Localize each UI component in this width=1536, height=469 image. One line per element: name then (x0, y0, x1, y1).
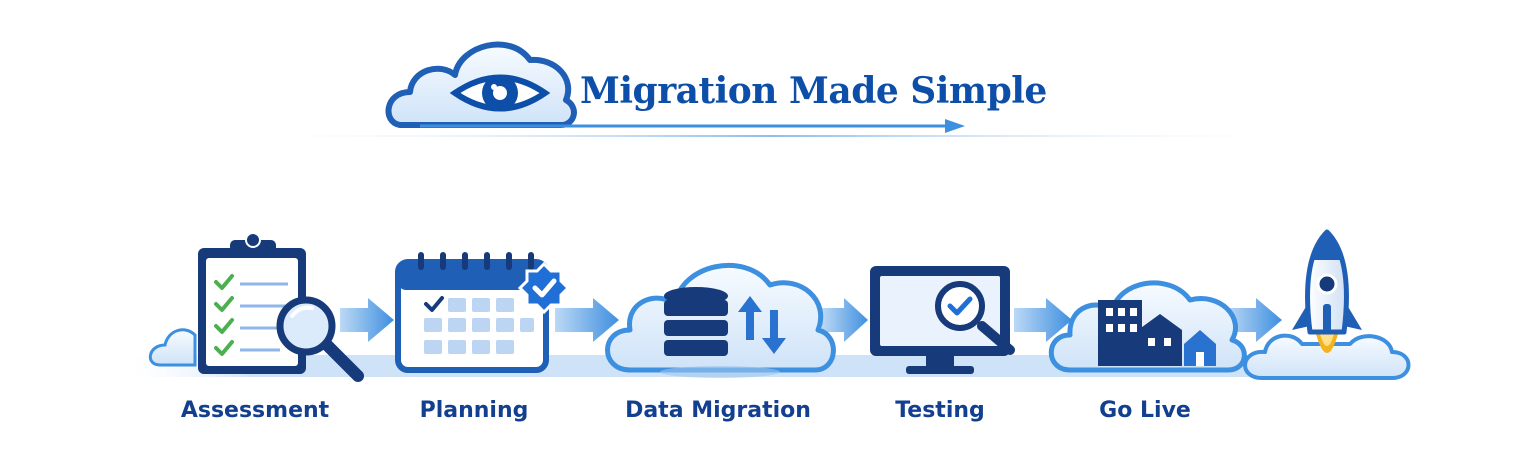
page-title: Migration Made Simple (580, 70, 1047, 112)
flow-arrow (555, 298, 619, 342)
cloud-database-transfer-icon (605, 262, 836, 378)
step-label-planning: Planning (419, 398, 529, 423)
flow-arrow (340, 298, 394, 342)
flow-arrow (822, 298, 868, 342)
step-label-testing: Testing (895, 398, 985, 423)
monitor-magnifier-check-icon (870, 266, 1015, 374)
calendar-check-icon (395, 252, 571, 373)
step-label-assessment: Assessment (180, 398, 330, 423)
cloud-eye-logo (385, 41, 577, 128)
step-label-data-migration: Data Migration (625, 398, 811, 423)
header-divider (230, 135, 1310, 137)
header-underline-arrow (420, 119, 965, 133)
flow-arrow (1014, 298, 1072, 342)
rocket-launch-icon (1243, 229, 1411, 380)
step-label-go-live: Go Live (1099, 398, 1191, 423)
clipboard-checklist-magnifier-icon (149, 232, 364, 382)
flow-arrow (1226, 298, 1282, 342)
cloud-buildings-icon (1048, 280, 1247, 373)
